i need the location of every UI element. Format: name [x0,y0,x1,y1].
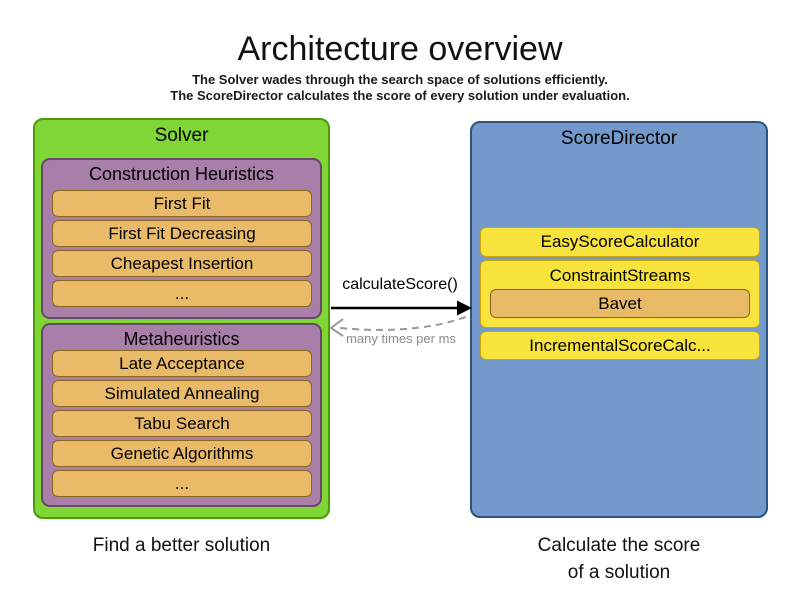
subtitle-line-2: The ScoreDirector calculates the score o… [170,88,630,103]
item-bavet: Bavet [490,289,750,318]
item-ch-ellipsis: ... [52,280,312,307]
item-first-fit: First Fit [52,190,312,217]
frequency-label: many times per ms [346,331,456,346]
item-mh-ellipsis: ... [52,470,312,497]
subtitle-line-1: The Solver wades through the search spac… [192,72,608,87]
solver-title: Solver [154,125,209,146]
score-director-title: ScoreDirector [560,128,678,149]
metaheuristics-title: Metaheuristics [123,329,240,349]
item-tabu-search: Tabu Search [52,410,312,437]
item-simulated-annealing: Simulated Annealing [52,380,312,407]
item-late-acceptance: Late Acceptance [52,350,312,377]
score-director-caption: Calculate the score of a solution [470,532,768,586]
item-incremental-score-calculator: IncrementalScoreCalc... [480,331,760,360]
solver-caption: Find a better solution [92,535,271,556]
item-easy-score-calculator: EasyScoreCalculator [480,227,760,257]
score-director-caption-line-1: Calculate the score [537,535,701,556]
construction-heuristics-title: Construction Heuristics [88,164,275,184]
item-cheapest-insertion: Cheapest Insertion [52,250,312,277]
item-first-fit-decreasing: First Fit Decreasing [52,220,312,247]
item-genetic-algorithms: Genetic Algorithms [52,440,312,467]
score-director-caption-line-2: of a solution [567,562,671,583]
constraint-streams-label: ConstraintStreams [549,266,691,285]
calculate-score-label: calculateScore() [342,276,458,293]
calculate-score-arrow [331,300,472,316]
page-title: Architecture overview [237,30,563,68]
